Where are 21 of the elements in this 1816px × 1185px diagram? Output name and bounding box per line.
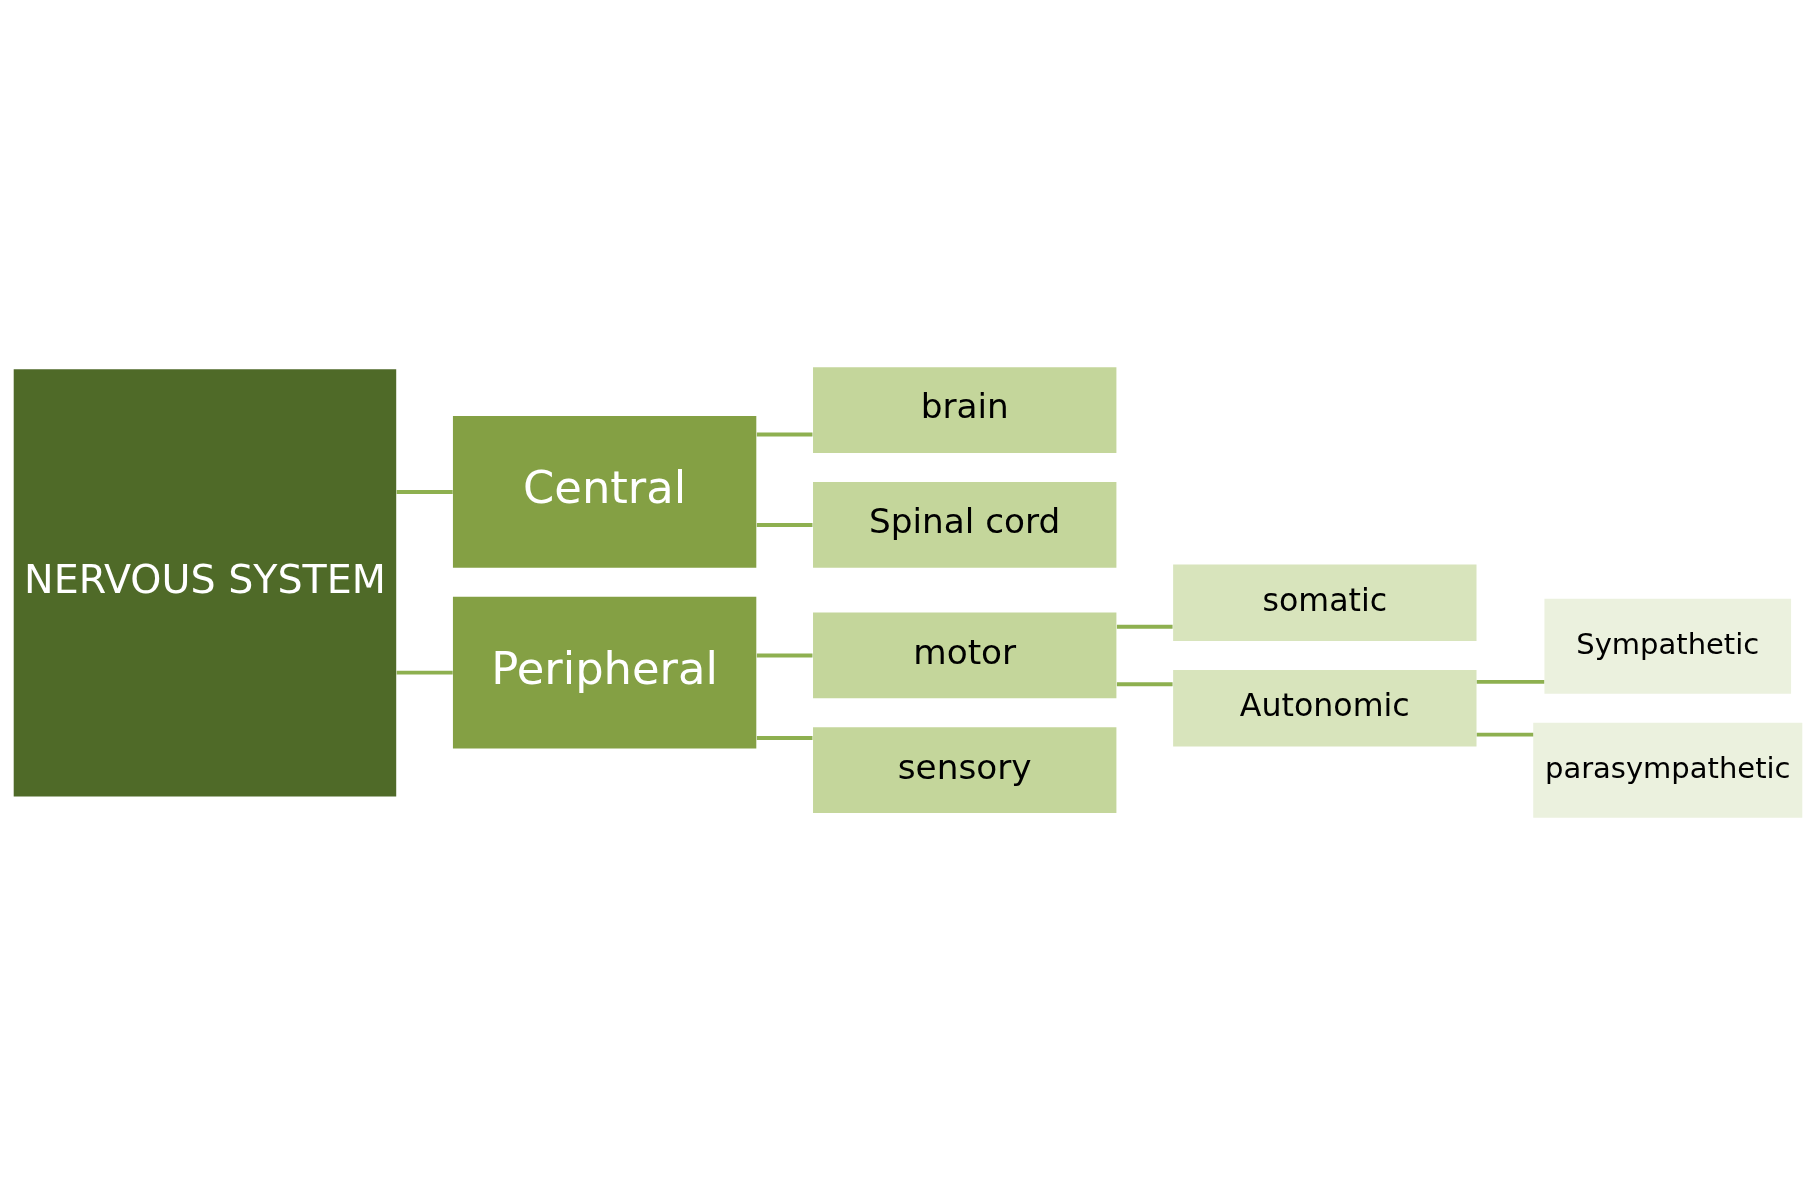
connector	[396, 670, 453, 675]
connector	[1476, 679, 1545, 684]
node-box: sensory	[813, 727, 1117, 814]
node-box: somatic	[1173, 564, 1477, 641]
node-box: parasympathetic	[1533, 722, 1803, 818]
node-box: Autonomic	[1173, 670, 1477, 747]
node-box: Spinal cord	[813, 482, 1117, 568]
node-box: NERVOUS SYSTEM	[13, 369, 397, 797]
node-box: Peripheral	[452, 596, 757, 749]
connector	[756, 432, 813, 437]
node-box: brain	[813, 367, 1117, 453]
connector	[396, 489, 453, 494]
connector	[756, 522, 813, 527]
node-box: Sympathetic	[1544, 598, 1792, 694]
connector	[1116, 624, 1173, 629]
node-box: Central	[452, 416, 757, 568]
node-box: motor	[813, 612, 1117, 699]
connector	[756, 653, 813, 658]
connector	[1116, 682, 1173, 687]
connector	[1476, 732, 1534, 737]
connector	[756, 735, 813, 740]
